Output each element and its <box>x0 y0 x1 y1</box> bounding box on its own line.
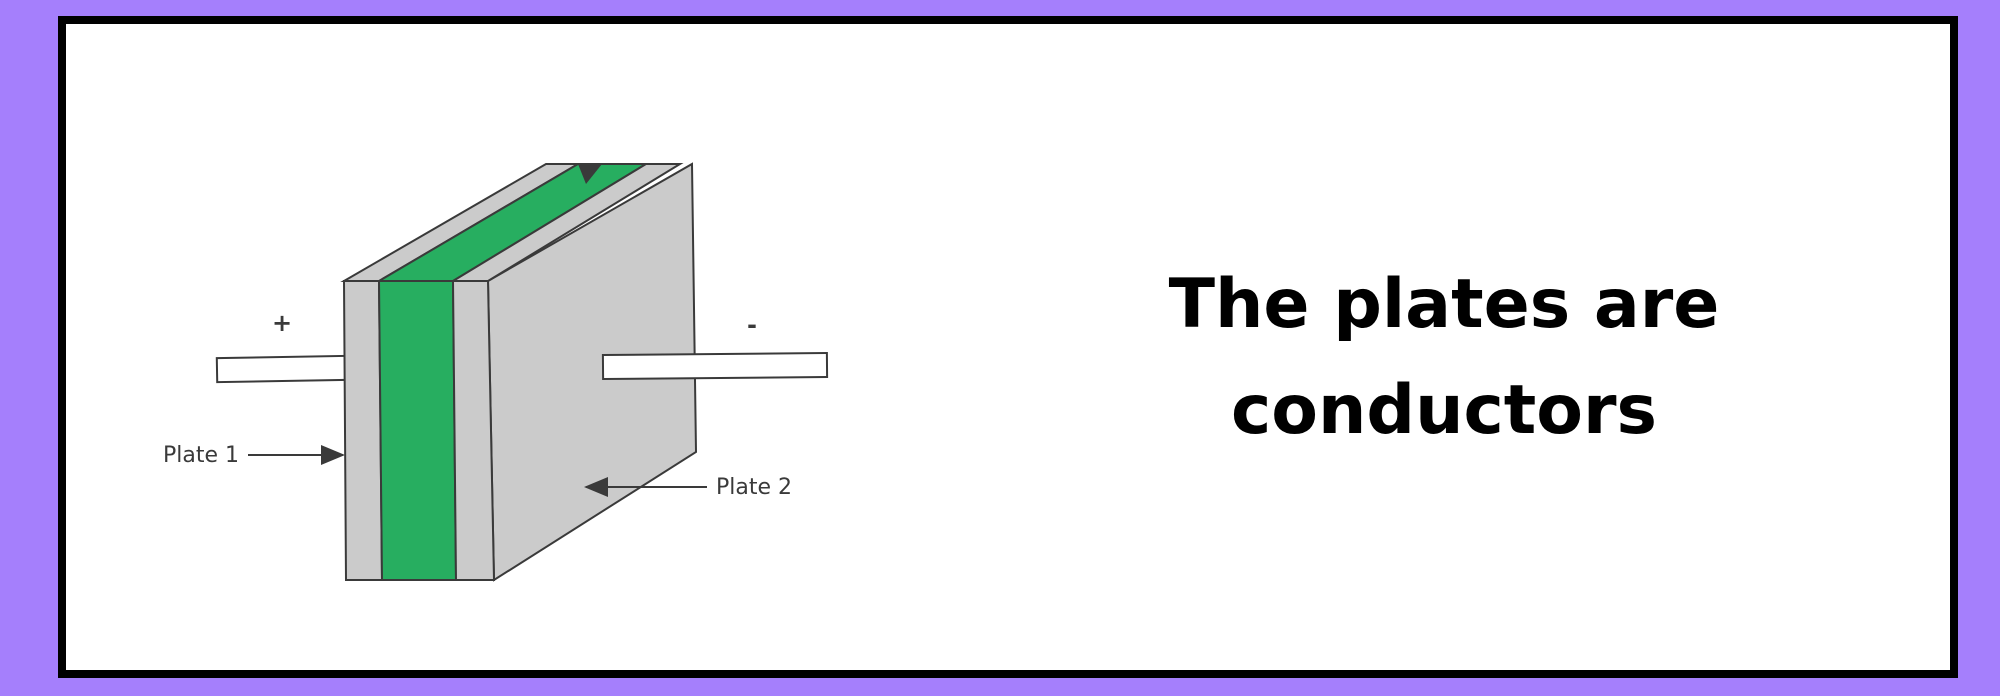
headline: The plates are conductors <box>1084 252 1804 464</box>
plate2-label: Plate 2 <box>716 475 792 500</box>
negative-sign: - <box>747 311 757 339</box>
dielectric-front-face <box>377 280 458 581</box>
headline-line-1: The plates are <box>1168 265 1720 344</box>
positive-lead <box>215 354 349 384</box>
dielectric-arrow-icon <box>578 164 602 184</box>
plate1-front-face <box>342 280 384 581</box>
headline-line-2: conductors <box>1230 371 1658 450</box>
plate1-label: Plate 1 <box>163 443 239 468</box>
plate2-front-face <box>451 280 496 581</box>
positive-sign: + <box>272 309 292 337</box>
content-card: + - Plate 1 Plate 2 The plates are condu… <box>58 16 1958 678</box>
capacitor-diagram: + - Plate 1 Plate 2 <box>163 162 829 582</box>
negative-lead <box>601 352 829 380</box>
